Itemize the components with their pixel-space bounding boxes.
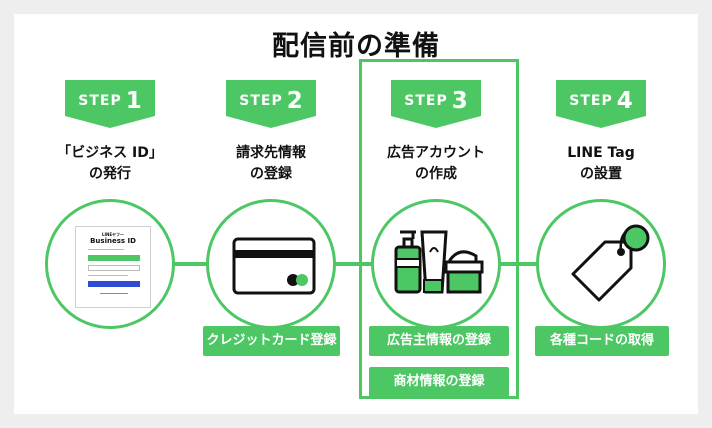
step-3-circle: [371, 199, 501, 329]
step-number: 4: [616, 88, 633, 114]
step-3-highlight-frame: [359, 59, 519, 399]
tag-credit-card-registration: クレジットカード登録: [203, 326, 340, 356]
step-2-circle: [206, 199, 336, 329]
step-number: 2: [286, 88, 303, 114]
page-title: 配信前の準備: [272, 31, 440, 62]
step-1-label: 「ビジネス ID」 の発行: [57, 145, 163, 182]
step-word: STEP: [569, 93, 613, 109]
tag-product-info-registration: 商材情報の登録: [369, 367, 509, 397]
tag-get-codes: 各種コードの取得: [535, 326, 669, 356]
step-1-circle: LINEヤフー Business ID: [45, 199, 175, 329]
step-2-label: 請求先情報 の登録: [236, 145, 306, 182]
price-tag-icon: [571, 224, 650, 302]
step-number: 3: [451, 88, 468, 114]
step-word: STEP: [239, 93, 283, 109]
mock-logo: LINEヤフー: [101, 232, 125, 237]
step-number: 1: [125, 88, 142, 114]
mock-title: Business ID: [90, 237, 136, 245]
step-word: STEP: [404, 93, 448, 109]
business-id-login-screen: LINEヤフー Business ID: [75, 226, 151, 308]
credit-card-icon: [232, 237, 316, 295]
cosmetics-products-icon: [394, 230, 484, 294]
tag-advertiser-info-registration: 広告主情報の登録: [369, 326, 509, 356]
step-4-label: LINE Tag の設置: [567, 145, 635, 182]
step-3-label: 広告アカウント の作成: [387, 145, 485, 182]
step-4-circle: [536, 199, 666, 329]
step-word: STEP: [78, 93, 122, 109]
